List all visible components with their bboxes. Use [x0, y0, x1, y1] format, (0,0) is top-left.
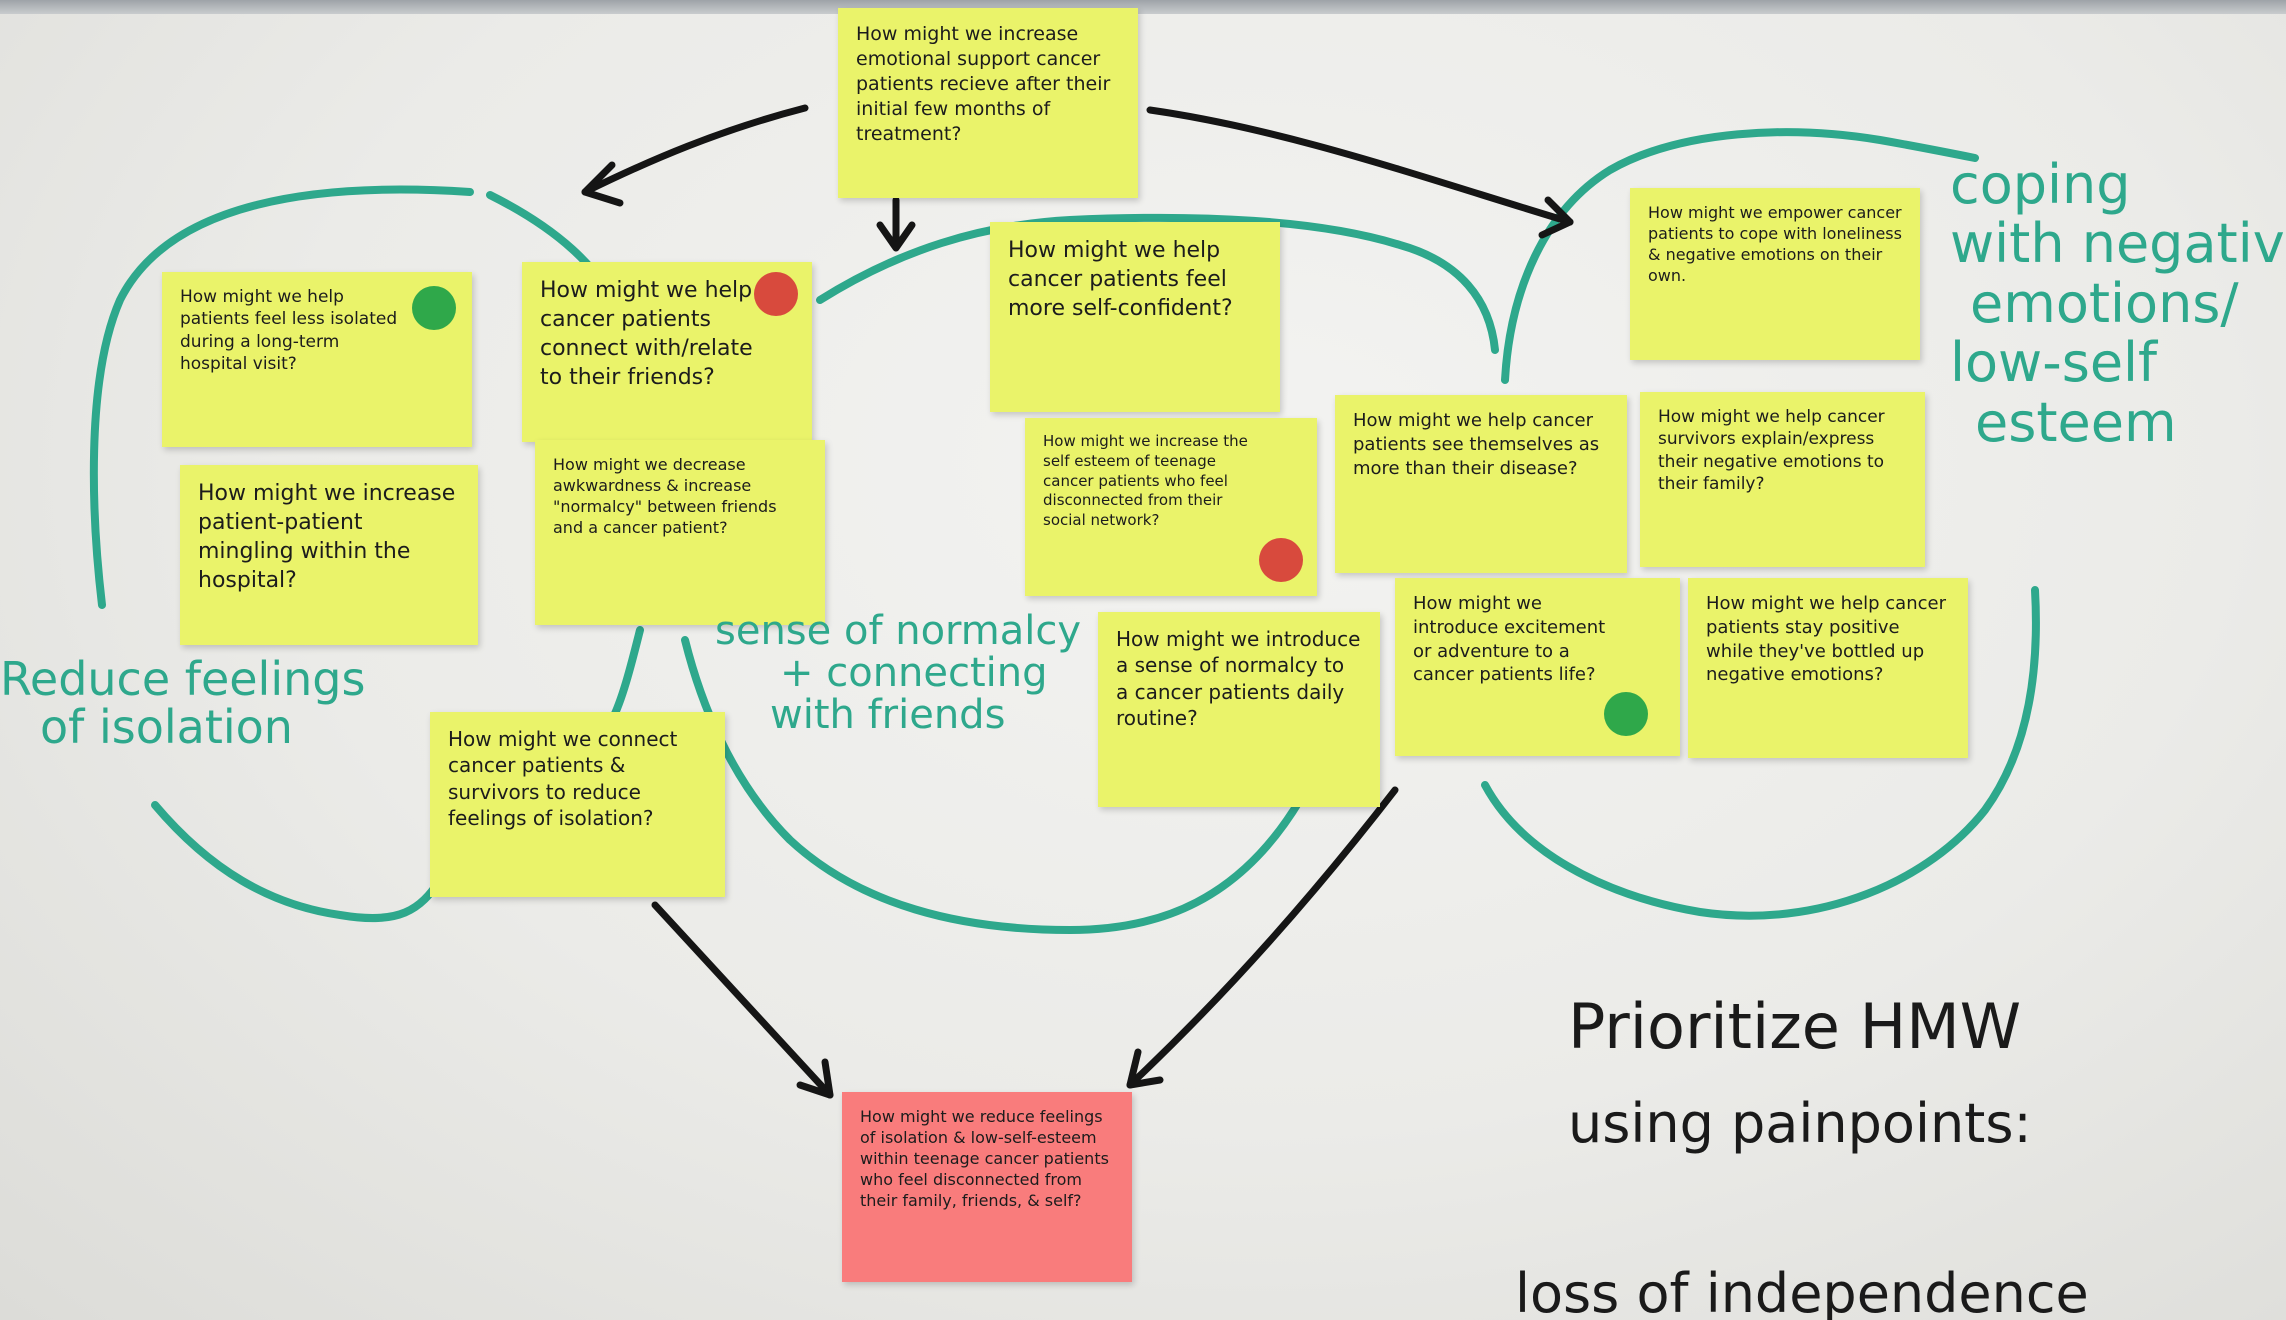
arrow-normalcy-to-final: [1126, 786, 1399, 1089]
note-survivors-explain: How might we help cancer survivors expla…: [1640, 392, 1925, 567]
red-dot-sticker: [754, 272, 798, 316]
note-mingling: How might we increase patient-patient mi…: [180, 465, 478, 645]
note-stay-positive: How might we help cancer patients stay p…: [1688, 578, 1968, 758]
note-text: How might we introduce a sense of normal…: [1116, 627, 1361, 731]
note-more-than-disease: How might we help cancer patients see th…: [1335, 395, 1627, 573]
label-line: coping: [1950, 153, 2131, 216]
arrow-survivors-to-final: [651, 901, 834, 1099]
note-awkwardness: How might we decrease awkwardness & incr…: [535, 440, 825, 625]
red-dot-sticker: [1259, 538, 1303, 582]
note-empower-cope: How might we empower cancer patients to …: [1630, 188, 1920, 360]
note-final-question: How might we reduce feelings of isolatio…: [842, 1092, 1132, 1282]
note-text: How might we decrease awkwardness & incr…: [553, 455, 777, 538]
note-self-esteem-teen: How might we increase the self esteem of…: [1025, 418, 1317, 596]
note-top-question: How might we increase emotional support …: [838, 8, 1138, 198]
arrow-top-to-isolation: [581, 104, 809, 196]
label-line: Reduce feelings: [0, 652, 366, 706]
green-dot-sticker: [1604, 692, 1648, 736]
label-line: of isolation: [40, 700, 293, 755]
cluster-circle-isolation-right: [608, 626, 644, 724]
note-survivors: How might we connect cancer patients & s…: [430, 712, 725, 897]
arrow-top-to-coping: [1146, 106, 1574, 226]
note-text: How might we connect cancer patients & s…: [448, 727, 678, 831]
label-line: emotions/: [1970, 271, 2239, 335]
label-line: low-self: [1950, 331, 2158, 395]
note-text: How might we introduce excitement or adv…: [1413, 593, 1606, 686]
whiteboard-frame: [0, 0, 2286, 14]
label-coping: coping with negativ emotions/ low-self e…: [1950, 155, 2285, 452]
note-text: How might we help cancer survivors expla…: [1658, 407, 1885, 495]
note-text: How might we reduce feelings of isolatio…: [860, 1107, 1109, 1211]
green-dot-sticker: [412, 286, 456, 330]
cluster-circle-normalcy: [816, 213, 1499, 354]
cluster-circle-coping-bottom: [1481, 586, 2040, 920]
cluster-circle-isolation-bottom: [151, 801, 444, 922]
note-connect-friends: How might we help cancer patients connec…: [522, 262, 812, 442]
cluster-circle-isolation: [89, 185, 474, 609]
note-self-confident: How might we help cancer patients feel m…: [990, 222, 1280, 412]
note-excitement: How might we introduce excitement or adv…: [1395, 578, 1680, 756]
note-text: How might we increase the self esteem of…: [1043, 432, 1248, 530]
note-text: How might we help patients feel less iso…: [180, 287, 398, 375]
cluster-circle-coping: [1501, 128, 1979, 384]
label-line: + connecting: [780, 650, 1048, 696]
note-normalcy-routine: How might we introduce a sense of normal…: [1098, 612, 1380, 807]
label-line: with negativ: [1950, 212, 2285, 276]
painpoint-loss-of-independence: loss of independence: [1515, 1262, 2089, 1320]
cluster-circle-normalcy-left: [681, 636, 1304, 935]
label-reduce-isolation: Reduce feelings of isolation: [0, 655, 365, 752]
label-line: with friends: [770, 692, 1006, 738]
label-line: sense of normalcy: [715, 608, 1082, 654]
label-line: esteem: [1975, 390, 2177, 454]
note-text: How might we help cancer patients stay p…: [1706, 593, 1946, 686]
prioritize-heading: Prioritize HMW: [1568, 990, 2022, 1063]
note-text: How might we help cancer patients connec…: [540, 278, 753, 391]
label-sense-of-normalcy: sense of normalcy + connecting with frie…: [715, 610, 1081, 736]
note-text: How might we empower cancer patients to …: [1648, 203, 1902, 286]
note-text: How might we increase patient-patient mi…: [198, 481, 456, 594]
note-text: How might we help cancer patients feel m…: [1008, 238, 1233, 322]
note-isolated-hospital: How might we help patients feel less iso…: [162, 272, 472, 447]
note-text: How might we help cancer patients see th…: [1353, 410, 1600, 479]
painpoints-subheading: using painpoints:: [1568, 1092, 2032, 1155]
note-text: How might we increase emotional support …: [856, 23, 1111, 146]
